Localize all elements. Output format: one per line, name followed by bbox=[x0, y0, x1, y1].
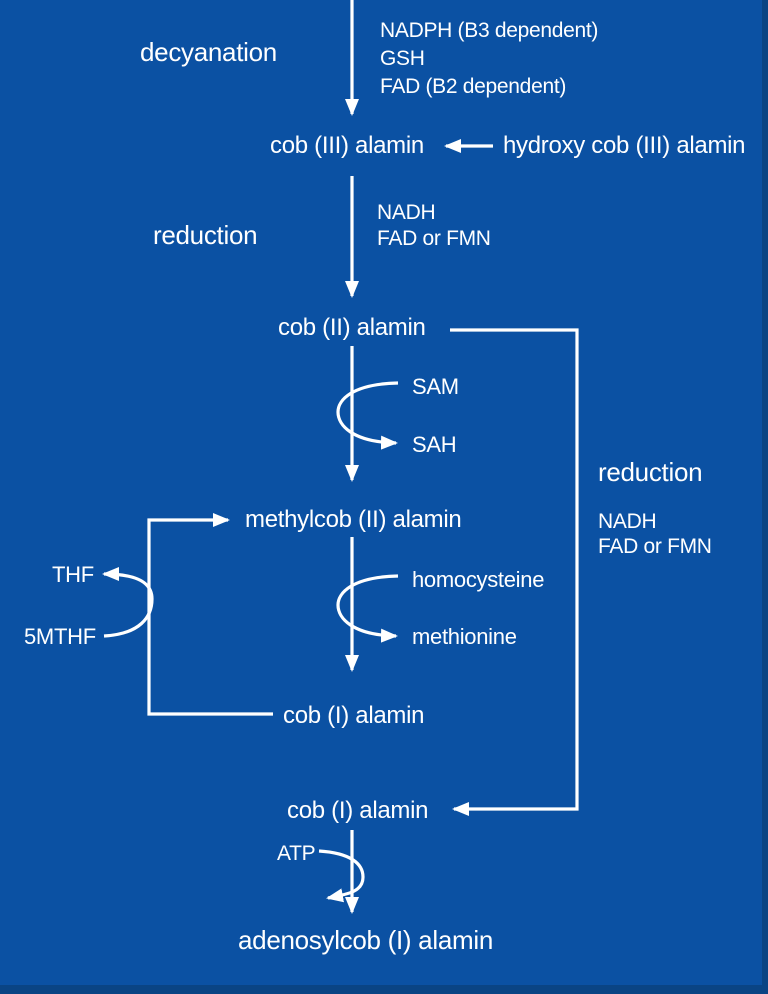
node-methylcob2-alamin: methylcob (II) alamin bbox=[245, 506, 462, 533]
metabolite-thf: THF bbox=[52, 562, 94, 587]
scan-edge-right bbox=[762, 0, 768, 994]
curve-atp bbox=[318, 849, 365, 903]
cofactor-gsh: GSH bbox=[380, 47, 425, 70]
node-cob1-alamin-b: cob (I) alamin bbox=[287, 797, 429, 824]
line-cob2-reduction-to-cob1b bbox=[450, 328, 579, 816]
node-cob1-alamin-a: cob (I) alamin bbox=[283, 702, 425, 729]
cofactor-fad: FAD (B2 dependent) bbox=[380, 75, 567, 98]
curve-homocysteine-to-methionine bbox=[336, 574, 399, 643]
label-decyanation: decyanation bbox=[140, 37, 277, 67]
cofactor-fad-fmn-left: FAD or FMN bbox=[377, 227, 491, 250]
cofactor-nadh-right: NADH bbox=[598, 510, 657, 533]
metabolite-5mthf: 5MTHF bbox=[24, 624, 96, 649]
metabolite-methionine: methionine bbox=[412, 624, 517, 649]
metabolite-sam: SAM bbox=[412, 374, 459, 399]
loop-cob1-to-methylcob2 bbox=[147, 513, 273, 716]
metabolite-sah: SAH bbox=[412, 432, 457, 457]
cofactor-fad-fmn-right: FAD or FMN bbox=[598, 535, 712, 558]
curve-sam-to-sah bbox=[336, 381, 399, 450]
node-adenosylcob1-alamin: adenosylcob (I) alamin bbox=[238, 925, 493, 955]
metabolite-atp: ATP bbox=[277, 842, 316, 865]
scan-edge-bottom bbox=[0, 985, 768, 994]
label-reduction-left: reduction bbox=[153, 220, 258, 250]
label-reduction-right: reduction bbox=[598, 457, 703, 487]
cofactor-nadph: NADPH (B3 dependent) bbox=[380, 19, 599, 42]
node-cob3-alamin: cob (III) alamin bbox=[270, 132, 424, 159]
node-cob2-alamin: cob (II) alamin bbox=[278, 314, 426, 341]
node-hydroxy-cob3-alamin: hydroxy cob (III) alamin bbox=[503, 132, 746, 159]
metabolite-homocysteine: homocysteine bbox=[412, 567, 545, 592]
cofactor-nadh-left: NADH bbox=[377, 201, 436, 224]
curve-5mthf-to-thf bbox=[102, 567, 154, 638]
